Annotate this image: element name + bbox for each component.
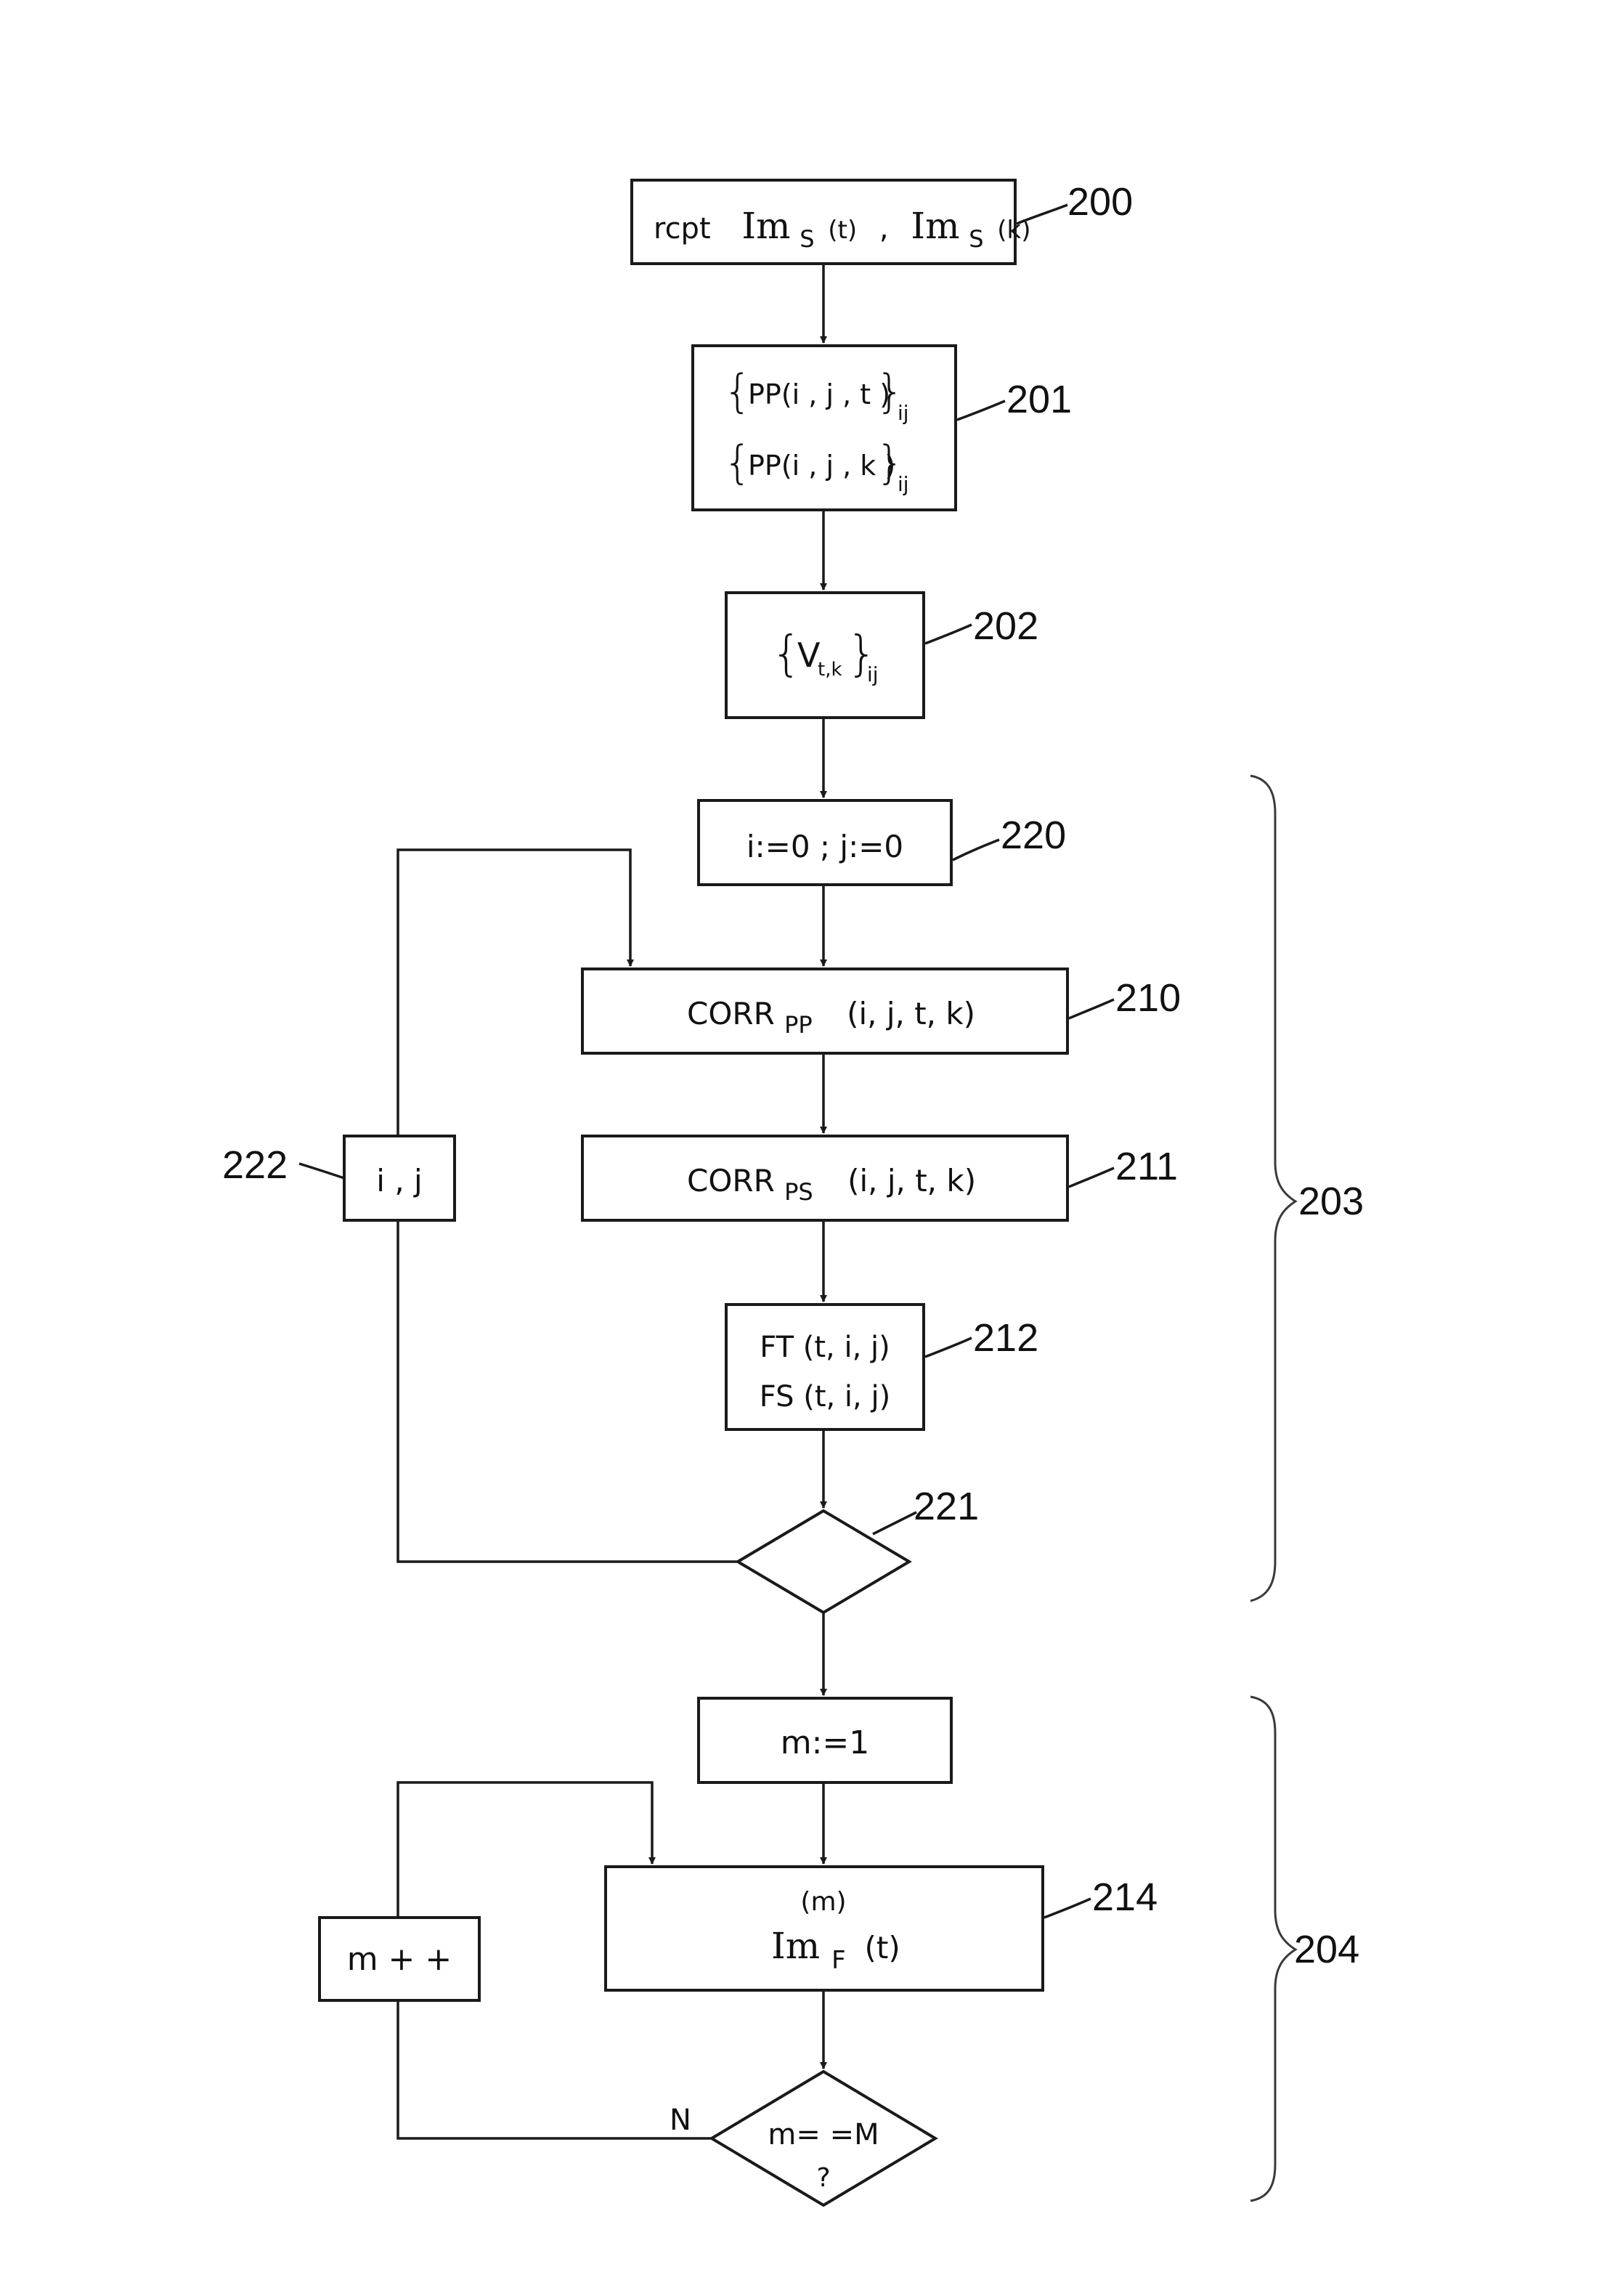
- box-211-args: (i, j, t, k): [847, 1163, 976, 1198]
- box-200-im-t: Im: [741, 205, 790, 247]
- label-n: N: [670, 2104, 691, 2137]
- ref-212: 212: [973, 1316, 1038, 1360]
- ref-220: 220: [1001, 814, 1066, 857]
- decision-m-line2: ?: [816, 2163, 830, 2193]
- ref-202: 202: [973, 604, 1038, 648]
- box-214-im: Im: [771, 1925, 820, 1967]
- box-202-sub: ij: [867, 662, 879, 686]
- ref-214: 214: [1092, 1875, 1158, 1919]
- ref-222: 222: [222, 1143, 288, 1187]
- box-210: [582, 969, 1067, 1053]
- brace-204: [1250, 1697, 1295, 2201]
- ref-204: 204: [1294, 1928, 1359, 1971]
- box-212-line2: FS (t, i, j): [760, 1380, 890, 1413]
- box-200-comma: ,: [879, 212, 889, 246]
- box-222-text: i , j: [376, 1163, 422, 1198]
- box-200-sub-t: S: [800, 225, 814, 253]
- box-202: [726, 593, 924, 718]
- box-200-im-k: Im: [911, 205, 959, 247]
- brace-203: [1250, 776, 1295, 1601]
- box-201-sub1: ij: [898, 401, 909, 425]
- box-200-prefix: rcpt: [654, 212, 711, 246]
- box-211-corr: CORR: [687, 1163, 775, 1198]
- box-201-line1: PP(i , j , t ): [748, 378, 890, 410]
- box-210-corr: CORR: [687, 996, 775, 1031]
- box-220-text: i:=0 ; j:=0: [747, 829, 903, 864]
- ref-203: 203: [1298, 1180, 1364, 1223]
- box-211-sub: PS: [784, 1178, 813, 1206]
- box-m-increment-text: m + +: [347, 1941, 452, 1978]
- box-214-arg: (t): [865, 1930, 900, 1966]
- ref-221: 221: [914, 1485, 979, 1528]
- box-210-sub: PP: [784, 1011, 813, 1039]
- ref-201: 201: [1006, 378, 1072, 421]
- box-210-args: (i, j, t, k): [847, 996, 975, 1031]
- decision-m-line1: m= =M: [768, 2118, 879, 2151]
- box-212-line1: FT (t, i, j): [760, 1331, 890, 1364]
- box-214-sub: F: [831, 1946, 846, 1975]
- ref-200: 200: [1067, 180, 1133, 224]
- box-200-sub-k: S: [969, 225, 983, 253]
- box-200-arg-t: (t): [828, 216, 857, 245]
- box-211: [582, 1136, 1067, 1220]
- box-201-sub2: ij: [898, 472, 909, 496]
- box-m-init-text: m:=1: [781, 1724, 870, 1761]
- box-201-line2: PP(i , j , k ): [748, 450, 895, 482]
- box-214-sup: (m): [800, 1887, 846, 1917]
- ref-211: 211: [1115, 1145, 1178, 1188]
- decision-221: [738, 1511, 909, 1613]
- box-202-vsub: t,k: [818, 659, 842, 681]
- ref-210: 210: [1115, 976, 1181, 1020]
